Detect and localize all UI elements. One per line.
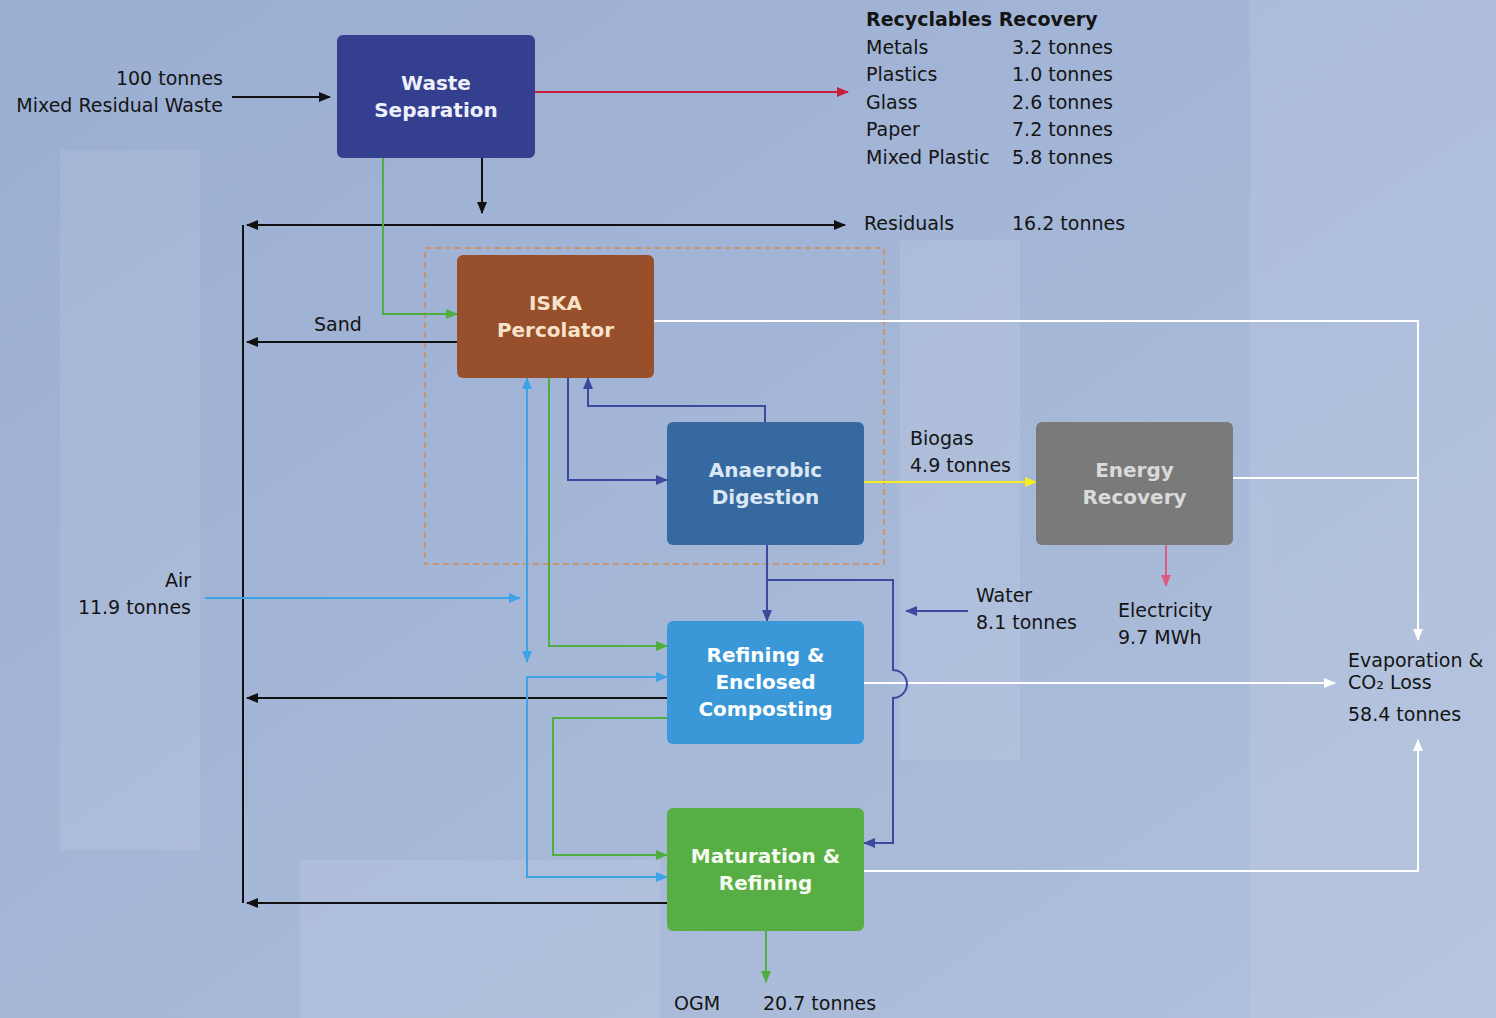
box-title: Energy Recovery — [1050, 457, 1220, 511]
recyclables-arrow — [535, 91, 848, 93]
flow-label: OGM — [674, 992, 720, 1014]
flow-label: 4.9 tonnes — [910, 454, 1011, 476]
evaporation-line — [654, 321, 1418, 640]
residual-arrow — [247, 697, 667, 699]
flow-label: Metals — [866, 36, 928, 58]
shade-column — [60, 150, 200, 850]
water-arrow — [906, 610, 968, 612]
input-arrow — [232, 96, 330, 98]
shade-band — [300, 860, 660, 1018]
ogm-arrow — [765, 931, 767, 982]
flow-label: 9.7 MWh — [1118, 626, 1201, 648]
flow-connector — [588, 378, 765, 422]
edge-label: Biogas — [910, 427, 974, 449]
process-box: Anaerobic Digestion — [667, 422, 864, 545]
flow-label: Glass — [866, 91, 917, 113]
flow-connector — [553, 718, 667, 855]
flow-label: 58.4 tonnes — [1348, 703, 1461, 725]
evaporation-line — [864, 682, 1335, 684]
flow-connector — [864, 481, 1036, 483]
flow-connector — [568, 378, 667, 480]
process-box: Maturation & Refining — [667, 808, 864, 931]
flow-label: 3.2 tonnes — [1012, 36, 1113, 58]
flow-connector — [549, 378, 667, 646]
flow-label: Air — [165, 569, 191, 591]
electricity-arrow — [1165, 545, 1167, 586]
flow-label: Plastics — [866, 63, 937, 85]
flow-label: 7.2 tonnes — [1012, 118, 1113, 140]
flow-label: 2.6 tonnes — [1012, 91, 1113, 113]
box-title: Refining & Enclosed Composting — [681, 642, 851, 723]
box-title: Maturation & Refining — [681, 843, 851, 897]
photo-shading — [60, 0, 1496, 1018]
flow-label: 1.0 tonnes — [1012, 63, 1113, 85]
air-bus — [526, 378, 528, 662]
flow-label: Sand — [314, 313, 362, 335]
residual-arrow — [247, 902, 667, 904]
process-box: Energy Recovery — [1036, 422, 1233, 545]
flow-label: 5.8 tonnes — [1012, 146, 1113, 168]
box-title: ISKA Percolator — [471, 290, 641, 344]
flow-label: 8.1 tonnes — [976, 611, 1077, 633]
flow-label: Mixed Plastic — [866, 146, 990, 168]
flow-label: 20.7 tonnes — [763, 992, 876, 1014]
evaporation-line — [1233, 477, 1418, 479]
flow-connector — [383, 158, 457, 314]
flow-label: Evaporation & CO₂ Loss — [1348, 649, 1490, 693]
dashed-enclosure — [425, 248, 884, 564]
residual-line — [247, 224, 845, 226]
evaporation-line — [864, 740, 1418, 871]
box-title: Anaerobic Digestion — [681, 457, 851, 511]
process-box: Waste Separation — [337, 35, 535, 158]
flow-label: 16.2 tonnes — [1012, 212, 1125, 234]
flow-label: Residuals — [864, 212, 954, 234]
air-arrow — [205, 597, 520, 599]
flow-label: Mixed Residual Waste — [16, 94, 223, 116]
residual-arrow — [481, 158, 483, 213]
flow-label: Paper — [866, 118, 920, 140]
sand-arrow — [247, 341, 457, 343]
residual-bus — [242, 225, 244, 903]
flow-label: Water — [976, 584, 1032, 606]
table-heading: Recyclables Recovery — [866, 8, 1098, 30]
box-title: Waste Separation — [351, 70, 521, 124]
flow-label: 11.9 tonnes — [78, 596, 191, 618]
process-box: Refining & Enclosed Composting — [667, 621, 864, 744]
shade-column — [1250, 0, 1496, 1018]
flow-connector — [527, 677, 667, 877]
flow-label: 100 tonnes — [116, 67, 223, 89]
process-box: ISKA Percolator — [457, 255, 654, 378]
flow-label: Electricity — [1118, 599, 1212, 621]
